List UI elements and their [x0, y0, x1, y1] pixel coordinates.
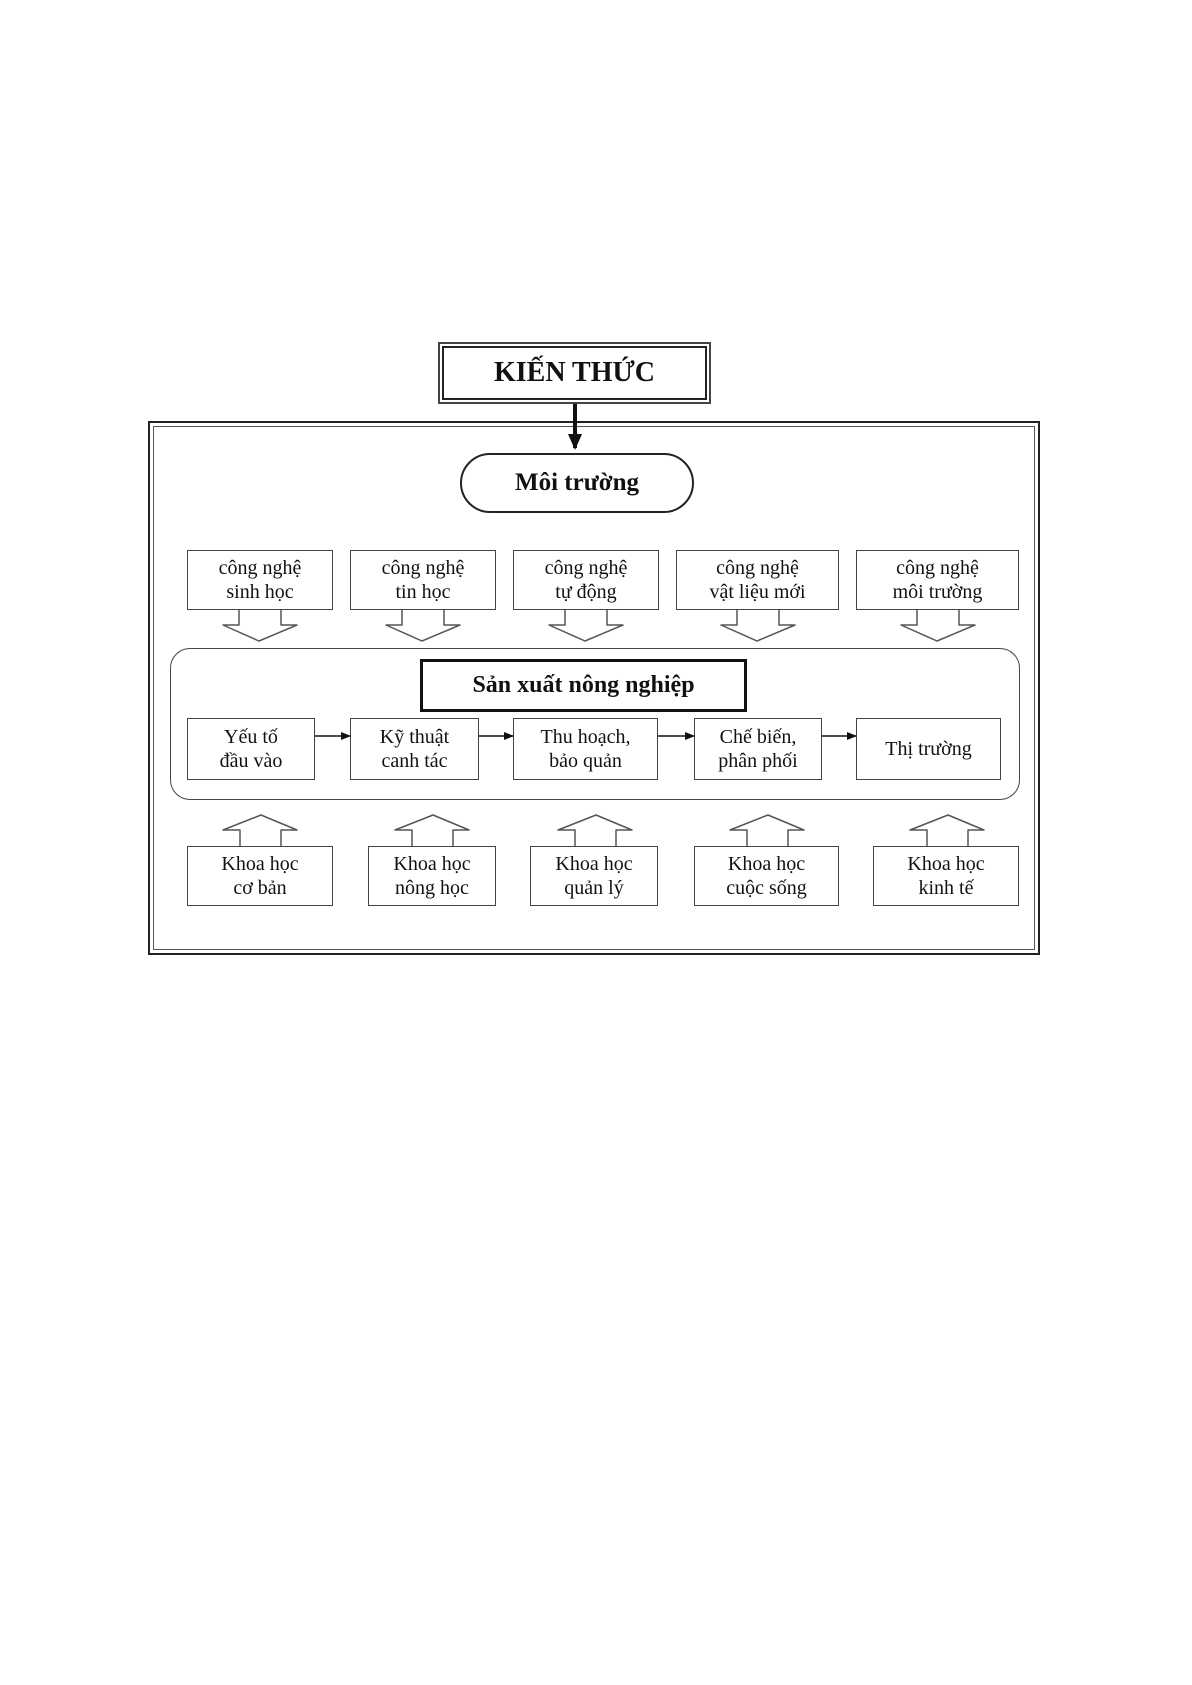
knowledge-node: KIẾN THỨC	[442, 346, 707, 400]
step-node-market: Thị trường	[856, 718, 1001, 780]
hollow-arrow-down-2	[385, 610, 461, 642]
production-title: Sản xuất nông nghiệp	[420, 659, 747, 712]
science-node-management: Khoa học quản lý	[530, 846, 658, 906]
hollow-arrow-down-1	[222, 610, 298, 642]
hollow-arrow-down-5	[900, 610, 976, 642]
science-node-basic: Khoa học cơ bản	[187, 846, 333, 906]
step-node-harvest: Thu hoạch, bảo quản	[513, 718, 658, 780]
hollow-arrow-up-5	[909, 814, 985, 846]
hollow-arrow-up-1	[222, 814, 298, 846]
science-node-agronomy: Khoa học nông học	[368, 846, 496, 906]
hollow-arrow-up-2	[394, 814, 470, 846]
science-node-economics: Khoa học kinh tế	[873, 846, 1019, 906]
tech-node-it: công nghệ tin học	[350, 550, 496, 610]
tech-node-automation: công nghệ tự động	[513, 550, 659, 610]
tech-node-environment: công nghệ môi trường	[856, 550, 1019, 610]
hollow-arrow-down-3	[548, 610, 624, 642]
step-node-cultivation: Kỹ thuật canh tác	[350, 718, 479, 780]
step-node-inputs: Yếu tố đầu vào	[187, 718, 315, 780]
tech-node-materials: công nghệ vật liệu mới	[676, 550, 839, 610]
science-node-life: Khoa học cuộc sống	[694, 846, 839, 906]
hollow-arrow-up-4	[729, 814, 805, 846]
environment-node: Môi trường	[460, 453, 694, 513]
step-node-processing: Chế biến, phân phối	[694, 718, 822, 780]
hollow-arrow-up-3	[557, 814, 633, 846]
hollow-arrow-down-4	[720, 610, 796, 642]
production-group	[170, 648, 1020, 800]
diagram-frame	[148, 421, 1040, 955]
tech-node-biotech: công nghệ sinh học	[187, 550, 333, 610]
